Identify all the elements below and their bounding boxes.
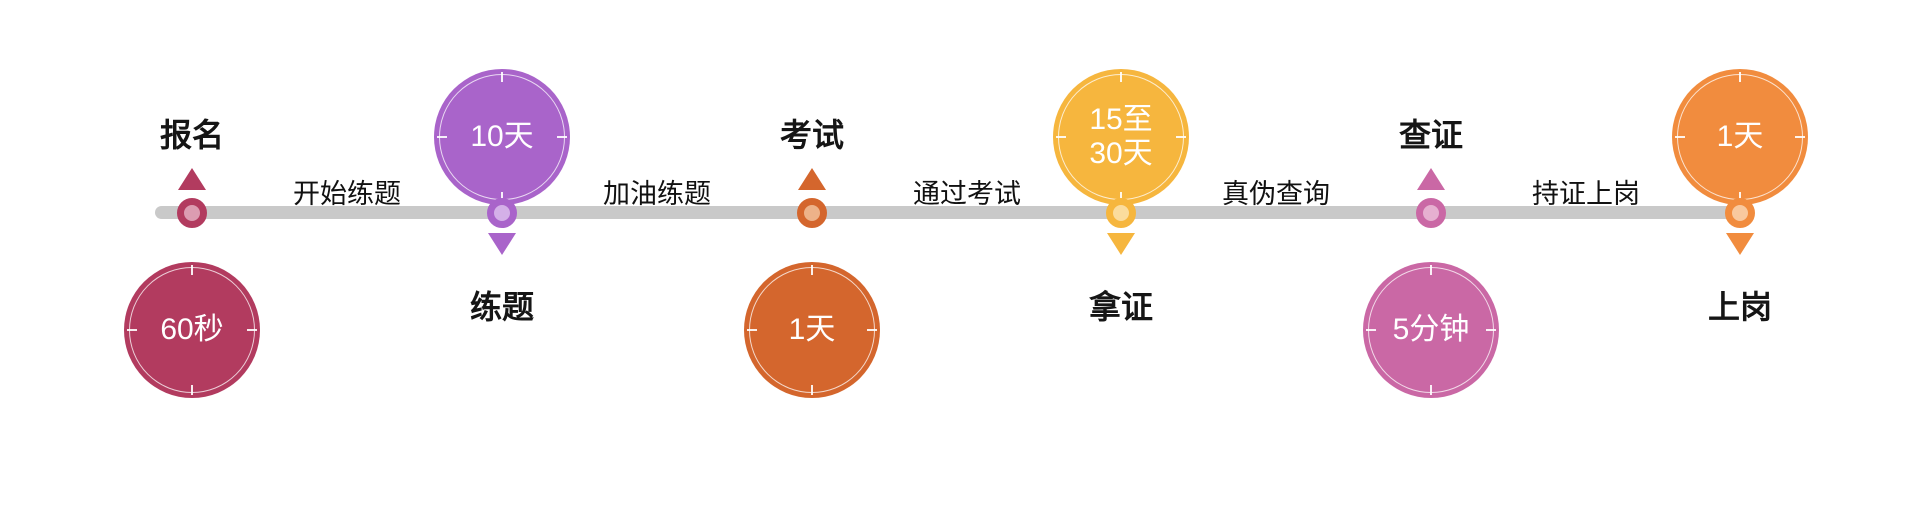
milestone-signup: 报名 60秒 [82,0,302,520]
duration-text: 15至 [1089,103,1153,137]
clock-badge: 1天 [1672,69,1808,205]
duration-text: 10天 [470,120,534,154]
timeline-dot [1416,198,1446,228]
timeline-dot [177,198,207,228]
duration-text: 60秒 [160,313,224,347]
arrow-down-icon [1726,233,1754,255]
arrow-up-icon [1417,168,1445,190]
arrow-down-icon [488,233,516,255]
milestone-verify-certificate: 查证 5分钟 [1321,0,1541,520]
milestone-label: 考试 [779,117,845,153]
segment-label-authenticity-check: 真伪查询 [1222,179,1330,209]
clock-badge: 10天 [434,69,570,205]
timeline-dot [797,198,827,228]
clock-badge: 1天 [744,262,880,398]
milestone-start-work: 1天 上岗 [1630,0,1850,520]
timeline-dot [487,198,517,228]
milestone-exam: 考试 1天 [702,0,922,520]
duration-text: 1天 [1716,120,1764,154]
arrow-down-icon [1107,233,1135,255]
clock-badge: 15至 30天 [1053,69,1189,205]
arrow-up-icon [798,168,826,190]
duration-text: 5分钟 [1392,313,1470,347]
segment-label-work-with-cert: 持证上岗 [1532,179,1640,209]
duration-text: 1天 [788,313,836,347]
segment-label-keep-practicing: 加油练题 [603,179,711,209]
milestone-label: 练题 [469,289,535,325]
arrow-up-icon [178,168,206,190]
segment-label-start-practice: 开始练题 [293,179,401,209]
duration-text: 30天 [1089,137,1153,170]
milestone-get-certificate: 15至 30天 拿证 [1011,0,1231,520]
timeline-dot [1106,198,1136,228]
clock-badge: 5分钟 [1363,262,1499,398]
milestone-label: 查证 [1398,117,1464,153]
timeline-line [155,206,1745,219]
segment-label-pass-exam: 通过考试 [913,179,1021,209]
clock-badge: 60秒 [124,262,260,398]
milestone-label: 上岗 [1707,289,1773,325]
milestone-label: 报名 [159,117,225,153]
milestone-practice: 10天 练题 [392,0,612,520]
milestone-label: 拿证 [1088,289,1154,325]
timeline-dot [1725,198,1755,228]
